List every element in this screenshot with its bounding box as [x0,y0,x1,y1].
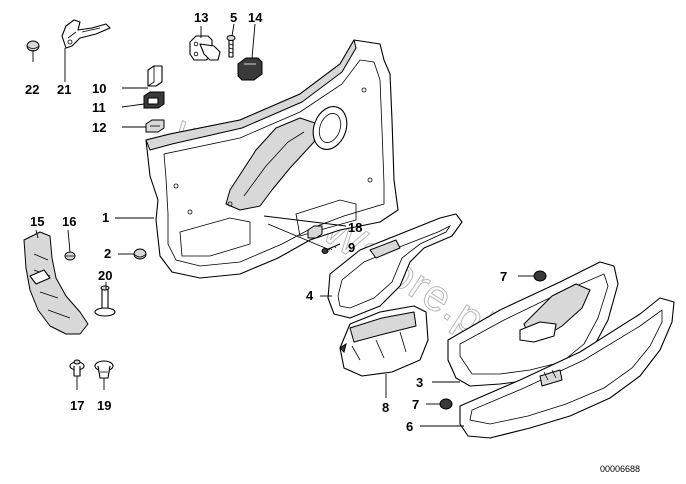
label-21: 21 [57,82,71,97]
part-14-holder [237,57,263,81]
label-18: 18 [348,220,362,235]
part-1-door-panel [145,39,399,279]
part-12-cover [145,119,165,133]
part-4-armrest-frame [327,213,463,319]
part-7-plug-upper [533,270,547,282]
label-19: 19 [97,398,111,413]
label-17: 17 [70,398,84,413]
label-14: 14 [248,10,263,25]
part-6-outer-panel [459,297,675,439]
label-6: 6 [406,419,413,434]
part-22-plug [26,40,40,52]
label-1: 1 [102,210,109,225]
label-5: 5 [230,10,237,25]
label-3: 3 [416,375,423,390]
label-7-lower: 7 [412,397,419,412]
part-8-door-pocket [339,305,429,377]
part-18-clip [307,225,323,239]
label-2: 2 [104,246,111,261]
label-11: 11 [92,100,106,115]
part-10-switch [147,65,163,87]
part-11-switch [143,91,165,109]
label-8: 8 [382,400,389,415]
label-12: 12 [92,120,106,135]
label-16: 16 [62,214,76,229]
label-20: 20 [98,268,112,283]
label-9: 9 [348,240,355,255]
part-20-stud [94,285,116,317]
part-15-trim-strip [23,231,89,335]
part-13-hinge [189,35,221,61]
document-number: 00006688 [600,464,640,474]
label-22: 22 [25,82,39,97]
label-10: 10 [92,81,106,96]
leader-lines [32,23,534,427]
part-16-nut [64,251,76,261]
part-19-clip [94,360,114,379]
part-17-rivet [69,359,85,377]
label-7-upper: 7 [500,269,507,284]
part-7-plug-lower [439,398,453,410]
part-labels: 22 21 13 5 14 10 11 12 1 2 15 16 20 17 1… [25,10,507,434]
label-15: 15 [30,214,44,229]
part-2-clip [133,248,147,260]
part-5-screw [226,35,236,58]
label-13: 13 [194,10,208,25]
part-21-bracket [61,19,111,49]
label-4: 4 [306,288,314,303]
